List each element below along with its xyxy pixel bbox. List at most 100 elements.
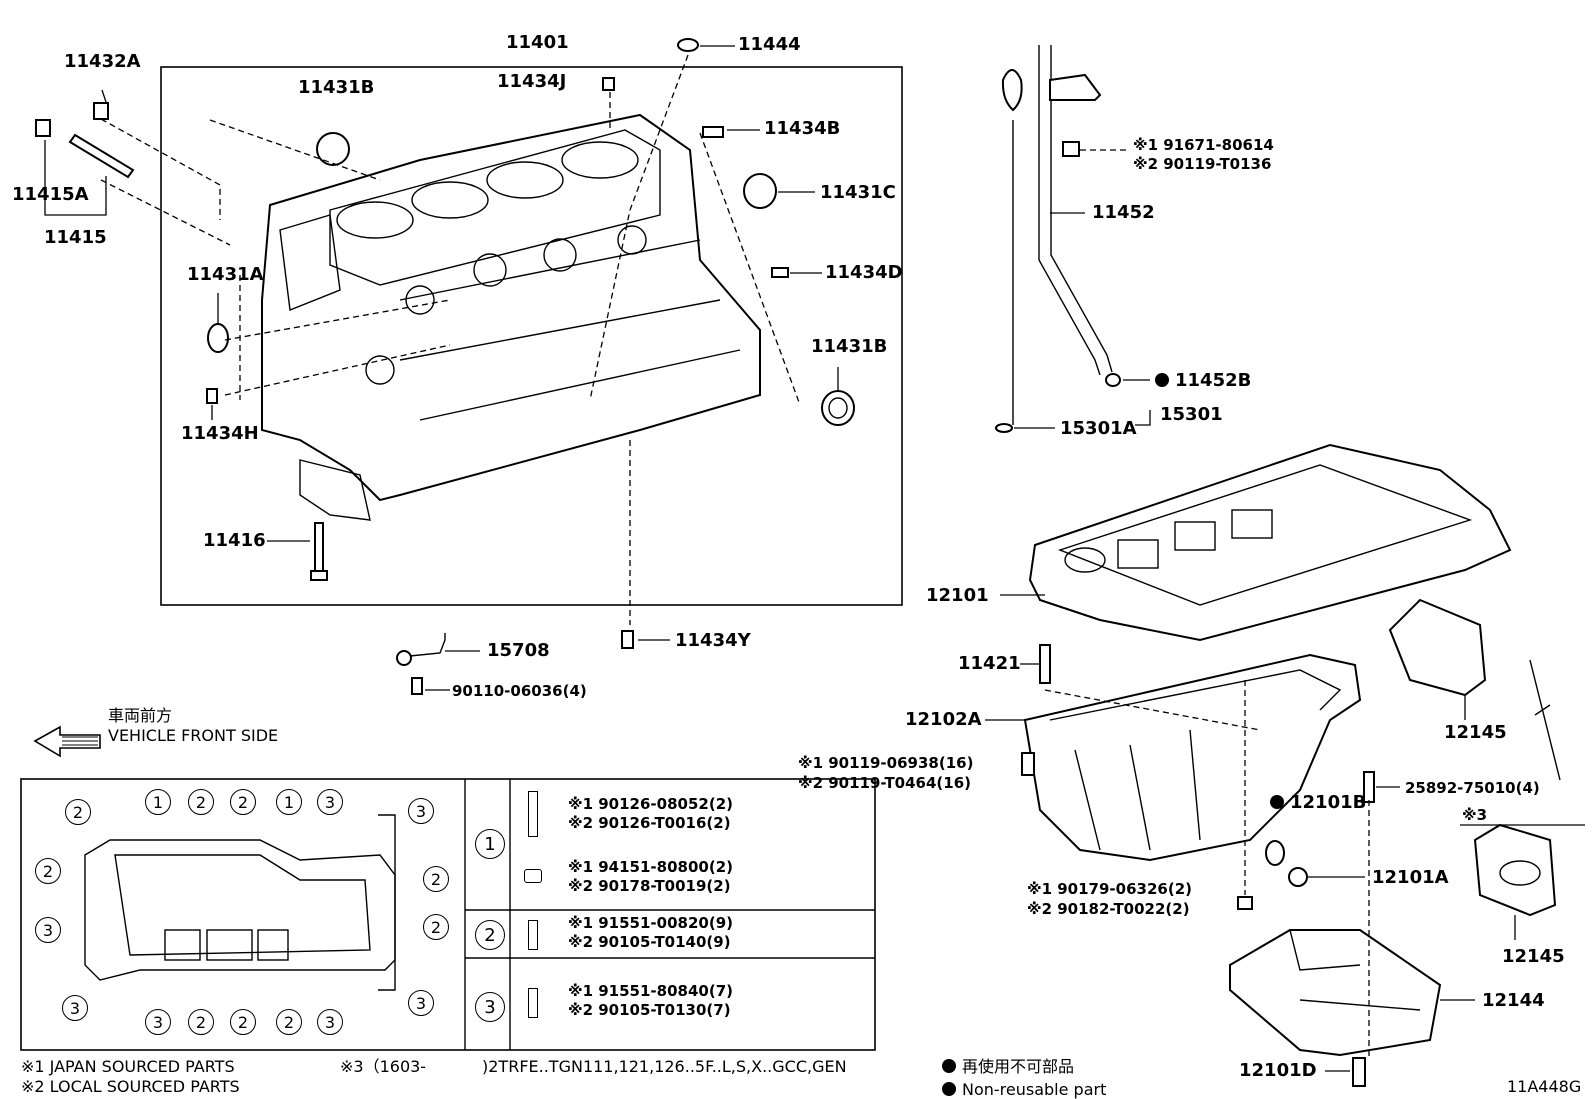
marker-bottom-4: 2 bbox=[276, 1009, 302, 1035]
oring-11452B bbox=[1105, 373, 1121, 387]
marker-top-3: 2 bbox=[230, 789, 256, 815]
callout-11401: 11401 bbox=[506, 32, 569, 53]
non-reusable-dot-icon bbox=[1155, 373, 1169, 387]
callout-12145-top: 12145 bbox=[1444, 722, 1507, 743]
callout-15301: 15301 bbox=[1160, 404, 1223, 425]
callout-11416: 11416 bbox=[203, 530, 266, 551]
callout-12101D: 12101D bbox=[1239, 1060, 1317, 1081]
callout-11434H: 11434H bbox=[181, 423, 259, 444]
cylinder-block bbox=[261, 113, 761, 521]
table-row-1a-p1: ※1 90126-08052(2) bbox=[568, 795, 733, 813]
baffle-12144 bbox=[1229, 929, 1442, 1057]
callout-11431C: 11431C bbox=[820, 182, 896, 203]
marker-top-6: 3 bbox=[408, 798, 434, 824]
callout-12102A: 12102A bbox=[905, 709, 982, 730]
non-reusable-dot-icon bbox=[1270, 795, 1284, 809]
plug-11431C bbox=[743, 173, 777, 209]
flange-bolt-icon bbox=[528, 920, 538, 950]
plug-12101A bbox=[1288, 867, 1308, 887]
pan-nut bbox=[1237, 896, 1253, 910]
table-row-3-p1: ※1 91551-80840(7) bbox=[568, 982, 733, 1000]
callout-15301A: 15301A bbox=[1060, 418, 1137, 439]
marker-top-2: 2 bbox=[188, 789, 214, 815]
nut-icon bbox=[524, 869, 542, 883]
alt-pan-nut-2: ※2 90182-T0022(2) bbox=[1027, 900, 1190, 918]
table-row-3: ※1 91551-80840(7) ※2 90105-T0130(7) bbox=[568, 982, 733, 1020]
seal-11431B-right bbox=[821, 390, 855, 426]
alt-bracket-bolt-1: ※1 91671-80614 bbox=[1133, 136, 1274, 154]
strainer-12145-top bbox=[1388, 598, 1487, 697]
alt-pan-bolt-1: ※1 90119-06938(16) bbox=[798, 754, 974, 772]
callout-11434J: 11434J bbox=[497, 71, 567, 92]
bolt-11416 bbox=[310, 522, 328, 581]
marker-right-1: 2 bbox=[423, 866, 449, 892]
alt-bracket-bolt-2: ※2 90119-T0136 bbox=[1133, 155, 1272, 173]
table-row-2-p1: ※1 91551-00820(9) bbox=[568, 914, 733, 932]
cylinder-block-frame bbox=[160, 66, 903, 606]
footnote-local: ※2 LOCAL SOURCED PARTS bbox=[21, 1077, 240, 1096]
table-row-1b: ※1 94151-80800(2) ※2 90178-T0019(2) bbox=[568, 858, 733, 896]
marker-left-3: 3 bbox=[35, 917, 61, 943]
plug-11431B-top bbox=[316, 132, 350, 166]
gasket-12101B bbox=[1265, 840, 1285, 866]
table-key-2: 2 bbox=[475, 920, 505, 950]
marker-right-2: 2 bbox=[423, 914, 449, 940]
table-row-1b-p2: ※2 90178-T0019(2) bbox=[568, 877, 731, 895]
callout-11434Y: 11434Y bbox=[675, 630, 751, 651]
marker-top-4: 1 bbox=[276, 789, 302, 815]
direction-en: VEHICLE FRONT SIDE bbox=[108, 726, 279, 745]
marker-right-3: 3 bbox=[408, 990, 434, 1016]
non-reusable-dot-icon bbox=[942, 1059, 956, 1073]
pan-bolt bbox=[1021, 752, 1035, 776]
alt-pan-bolt-2: ※2 90119-T0464(16) bbox=[798, 774, 972, 792]
callout-12144: 12144 bbox=[1482, 990, 1545, 1011]
pin-11434D bbox=[771, 267, 789, 278]
callout-90110: 90110-06036(4) bbox=[452, 682, 587, 700]
marker-bottom-1: 3 bbox=[145, 1009, 171, 1035]
marker-bottom-2: 2 bbox=[188, 1009, 214, 1035]
diagram-code: 11A448G bbox=[1507, 1077, 1582, 1096]
table-row-2: ※1 91551-00820(9) ※2 90105-T0140(9) bbox=[568, 914, 733, 952]
footnote-japan: ※1 JAPAN SOURCED PARTS bbox=[21, 1057, 235, 1076]
callout-11434B: 11434B bbox=[764, 118, 841, 139]
marker-left-4: 3 bbox=[62, 995, 88, 1021]
callout-11421: 11421 bbox=[958, 653, 1021, 674]
legend-en: Non-reusable part bbox=[942, 1080, 1106, 1099]
non-reusable-dot-icon bbox=[942, 1082, 956, 1096]
callout-15708: 15708 bbox=[487, 640, 550, 661]
legend-jp: 再使用不可部品 bbox=[942, 1057, 1074, 1076]
table-row-1a: ※1 90126-08052(2) ※2 90126-T0016(2) bbox=[568, 795, 733, 833]
marker-left-1: 2 bbox=[65, 799, 91, 825]
footnote-3: ※3（1603- bbox=[340, 1057, 427, 1076]
callout-11452B: 11452B bbox=[1155, 372, 1251, 390]
dipstick-guide-11452 bbox=[1038, 45, 1113, 376]
callout-11434D: 11434D bbox=[825, 262, 903, 283]
callout-25892: 25892-75010(4) bbox=[1405, 779, 1540, 797]
table-row-1b-p1: ※1 94151-80800(2) bbox=[568, 858, 733, 876]
table-row-2-p2: ※2 90105-T0140(9) bbox=[568, 933, 731, 951]
marker-top-1: 1 bbox=[145, 789, 171, 815]
pipe-11415 bbox=[35, 119, 135, 179]
table-key-1: 1 bbox=[475, 829, 505, 859]
callout-11432A: 11432A bbox=[64, 51, 141, 72]
marker-bottom-5: 3 bbox=[317, 1009, 343, 1035]
callout-11415A: 11415A bbox=[12, 184, 89, 205]
callout-11415: 11415 bbox=[44, 227, 107, 248]
pin-11434J bbox=[602, 77, 615, 91]
pin-11434Y bbox=[621, 630, 634, 649]
dipstick-15301 bbox=[1001, 69, 1023, 425]
callout-12145-bottom: 12145 bbox=[1502, 946, 1565, 967]
oil-pan-upper-12101 bbox=[1028, 443, 1512, 642]
callout-12101B: 12101B bbox=[1270, 794, 1366, 812]
pipe-15708 bbox=[396, 633, 446, 666]
table-row-1a-p2: ※2 90126-T0016(2) bbox=[568, 814, 731, 832]
alt-pan-nut-1: ※1 90179-06326(2) bbox=[1027, 880, 1192, 898]
table-row-3-p2: ※2 90105-T0130(7) bbox=[568, 1001, 731, 1019]
front-arrow-icon bbox=[33, 725, 101, 758]
marker-bottom-3: 2 bbox=[230, 1009, 256, 1035]
pin-11434B bbox=[702, 126, 724, 138]
callout-11431A: 11431A bbox=[187, 264, 264, 285]
direction-jp: 車両前方 bbox=[108, 706, 173, 725]
